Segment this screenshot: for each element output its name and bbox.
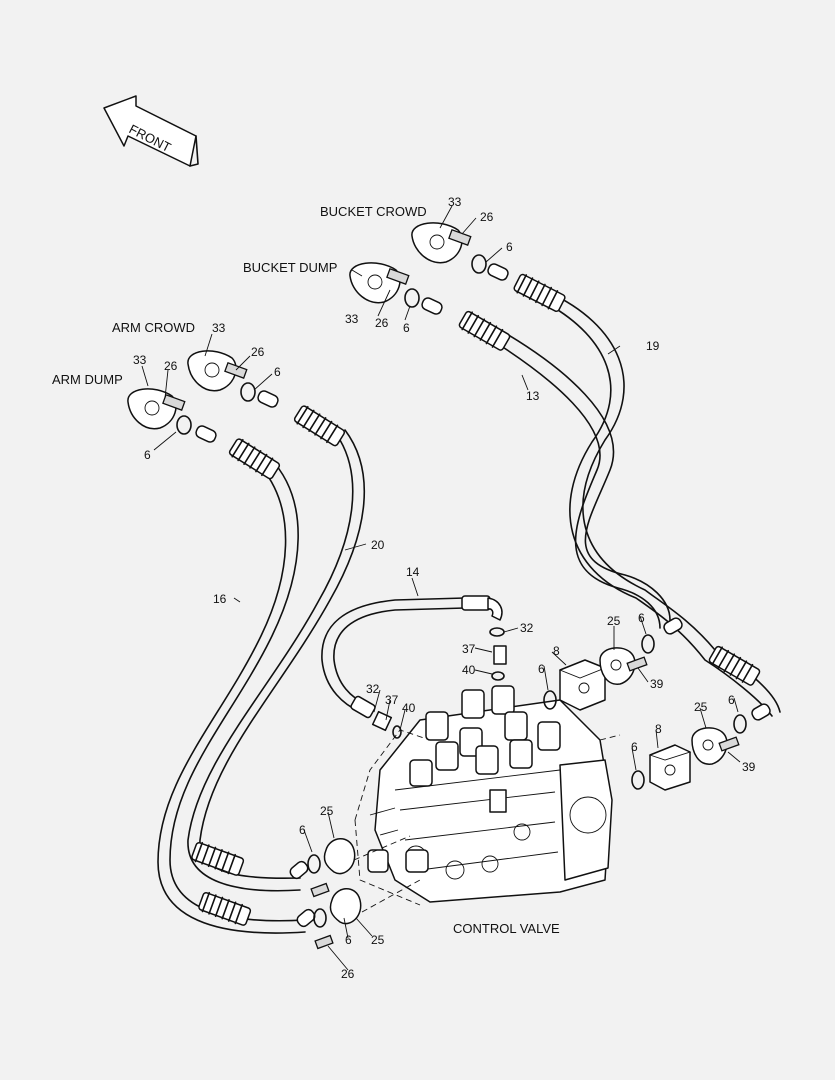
callout: 6 [728,693,735,707]
callout: 32 [366,682,380,696]
callout: 25 [694,700,708,714]
callout: 16 [213,592,227,606]
callout: 20 [371,538,385,552]
callout: 6 [638,611,645,625]
hose-13 [494,329,671,629]
leader-lines [141,205,741,971]
label-arm-crowd: ARM CROWD [112,320,195,335]
callout: 40 [402,701,416,715]
right-flange-group [543,634,747,791]
part-callouts: 33 26 6 33 26 6 19 13 33 26 6 33 26 6 20… [133,195,756,981]
callout: 32 [520,621,534,635]
callout: 33 [133,353,147,367]
callout: 14 [406,565,420,579]
callout: 8 [655,722,662,736]
callout: 40 [462,663,476,677]
bottom-flange-group [307,835,421,950]
hose-20 [187,429,366,892]
crimp-sleeves [191,273,761,926]
callout: 6 [274,365,281,379]
front-arrow: FRONT [103,95,199,167]
callout: 6 [345,933,352,947]
callout: 6 [299,823,306,837]
callout: 26 [251,345,265,359]
callout: 25 [607,614,621,628]
callout: 26 [480,210,494,224]
diagram-labels: BUCKET CROWD BUCKET DUMP ARM CROWD ARM D… [52,204,560,936]
control-valve [354,627,621,906]
callout: 19 [646,339,660,353]
top-flanges [127,222,487,435]
label-arm-dump: ARM DUMP [52,372,123,387]
callout: 13 [526,389,540,403]
callout: 33 [212,321,226,335]
hose-tips [195,263,771,928]
label-control-valve: CONTROL VALVE [453,921,560,936]
callout: 39 [650,677,664,691]
callout: 6 [144,448,151,462]
callout: 6 [403,321,410,335]
label-bucket-crowd: BUCKET CROWD [320,204,427,219]
callout: 26 [375,316,389,330]
hose-14 [321,595,503,719]
callout: 6 [506,240,513,254]
callout: 33 [448,195,462,209]
callout: 25 [371,933,385,947]
callout: 33 [345,312,359,326]
callout: 26 [341,967,355,981]
callout: 8 [553,644,560,658]
callout: 26 [164,359,178,373]
callout: 37 [385,693,399,707]
label-bucket-dump: BUCKET DUMP [243,260,337,275]
callout: 39 [742,760,756,774]
callout: 37 [462,642,476,656]
callout: 25 [320,804,334,818]
callout: 6 [538,662,545,676]
callout: 6 [631,740,638,754]
